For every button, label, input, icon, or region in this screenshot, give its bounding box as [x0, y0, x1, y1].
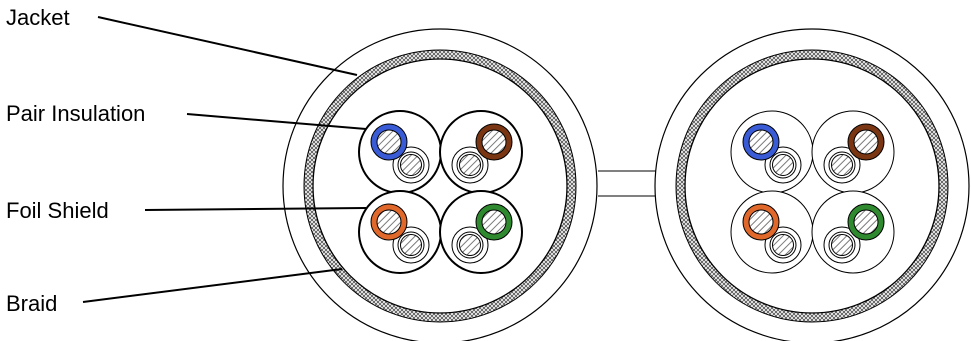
- cables-layer: [282, 28, 970, 341]
- pair-bottom-left: [358, 190, 442, 274]
- brown-conductor-core: [853, 129, 879, 155]
- brown-conductor-core: [481, 129, 507, 155]
- pair-bottom-left: [730, 190, 814, 274]
- jacket-callout-line: [97, 16, 358, 76]
- braid-callout-line: [82, 268, 343, 303]
- pair-top-left: [358, 110, 442, 194]
- green-conductor-core: [481, 209, 507, 235]
- left-cable: [282, 28, 598, 341]
- blue-conductor-core: [748, 129, 774, 155]
- white-conductor-core: [459, 234, 481, 256]
- pair-bottom-right: [811, 190, 895, 274]
- pair-top-left: [730, 110, 814, 194]
- right-cable: [654, 28, 970, 341]
- callout-lines: [82, 16, 367, 303]
- blue-conductor-core: [376, 129, 402, 155]
- label-foil-shield: Foil Shield: [6, 198, 109, 223]
- white-conductor-core: [400, 154, 422, 176]
- orange-conductor-core: [748, 209, 774, 235]
- white-conductor-core: [400, 234, 422, 256]
- core-boundary: [684, 58, 940, 314]
- green-conductor-core: [853, 209, 879, 235]
- connector-web: [598, 170, 659, 197]
- label-pair-insulation: Pair Insulation: [6, 101, 146, 126]
- white-conductor-core: [831, 154, 853, 176]
- label-jacket: Jacket: [6, 5, 70, 30]
- white-conductor-core: [459, 154, 481, 176]
- foil-shield-callout-line: [144, 207, 367, 211]
- white-conductor-core: [772, 154, 794, 176]
- core-boundary: [312, 58, 568, 314]
- orange-conductor-core: [376, 209, 402, 235]
- pair-top-right: [811, 110, 895, 194]
- label-braid: Braid: [6, 291, 58, 316]
- pair-top-right: [439, 110, 523, 194]
- pair-insulation-callout-line: [186, 113, 367, 130]
- pair-bottom-right: [439, 190, 523, 274]
- white-conductor-core: [772, 234, 794, 256]
- white-conductor-core: [831, 234, 853, 256]
